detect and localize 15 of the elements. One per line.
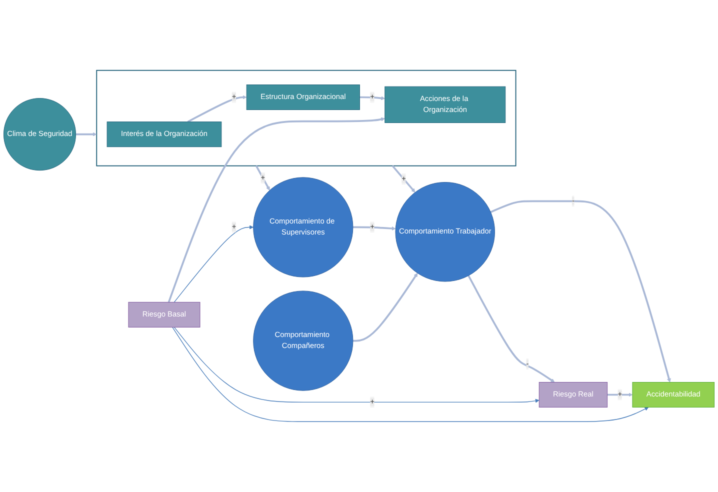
cluster [96,70,516,166]
arrow [360,96,386,100]
arrow [76,132,97,136]
arrow [168,117,386,302]
arrow [607,392,633,397]
arrow [468,275,555,382]
arrow [392,165,416,193]
arrow [352,226,396,231]
arrow [187,95,247,123]
arrow [352,272,418,342]
arrow [490,200,671,382]
arrow [174,326,540,403]
arrow [174,225,254,303]
arrow [255,165,270,191]
arrow [172,326,649,422]
